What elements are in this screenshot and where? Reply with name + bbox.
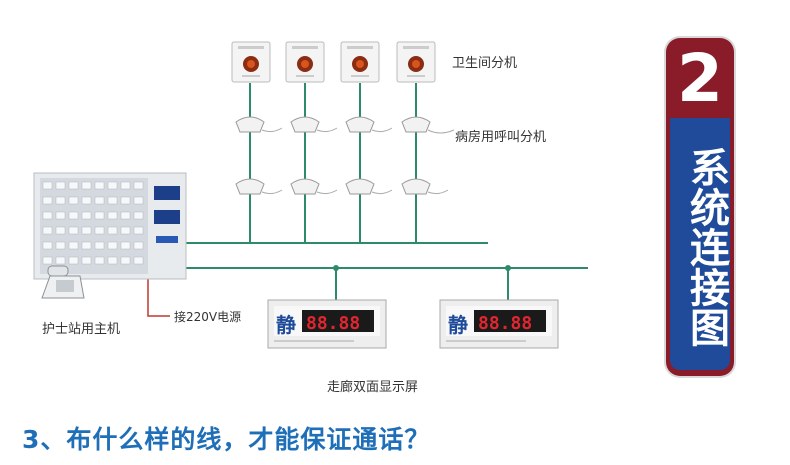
section-badge: 2 系统连接图 [666, 38, 734, 376]
host-screen-3 [156, 236, 178, 243]
toilet-unit-2 [285, 41, 325, 83]
junction-dot-1 [333, 265, 339, 271]
badge-number: 2 [677, 40, 723, 117]
corridor-display-1 [267, 299, 387, 349]
toilet-unit-4 [396, 41, 436, 83]
host-button-grid [42, 181, 144, 265]
label-display: 走廊双面显示屏 [327, 380, 419, 395]
toilet-unit-1 [231, 41, 271, 83]
label-toilet-unit: 卫生间分机 [452, 56, 518, 71]
ward-unit [401, 116, 431, 133]
corridor-display-2 [439, 299, 559, 349]
power-line [147, 278, 170, 317]
host-screen-1 [154, 186, 180, 200]
display-1-char: 静 [276, 313, 296, 337]
label-host: 护士站用主机 [42, 322, 121, 337]
display-2-digits: 88.88 [478, 313, 532, 334]
ward-unit [235, 178, 265, 195]
badge-title: 系统连接图 [683, 146, 729, 347]
ward-unit [345, 116, 375, 133]
label-power: 接220V电源 [174, 310, 242, 324]
host-unit [33, 172, 187, 280]
ward-unit [235, 116, 265, 133]
handset-cords [261, 127, 455, 195]
ward-unit [345, 178, 375, 195]
ward-unit [290, 116, 320, 133]
display-1-digits: 88.88 [306, 313, 360, 334]
telephone-icon [41, 265, 85, 299]
ward-call-units [235, 116, 431, 195]
ward-unit-row-1 [235, 116, 431, 133]
junction-dot-2 [505, 265, 511, 271]
badge-title-panel: 系统连接图 [670, 118, 730, 370]
bus-lines [150, 83, 588, 300]
ward-unit [401, 178, 431, 195]
display-2-char: 静 [448, 313, 468, 337]
toilet-call-units [231, 41, 436, 83]
host-screen-2 [154, 210, 180, 224]
ward-unit [290, 178, 320, 195]
question-text: 3、布什么样的线，才能保证通话？ [22, 425, 431, 454]
ward-unit-row-2 [235, 178, 431, 195]
toilet-unit-3 [340, 41, 380, 83]
label-ward-unit: 病房用呼叫分机 [455, 130, 547, 145]
